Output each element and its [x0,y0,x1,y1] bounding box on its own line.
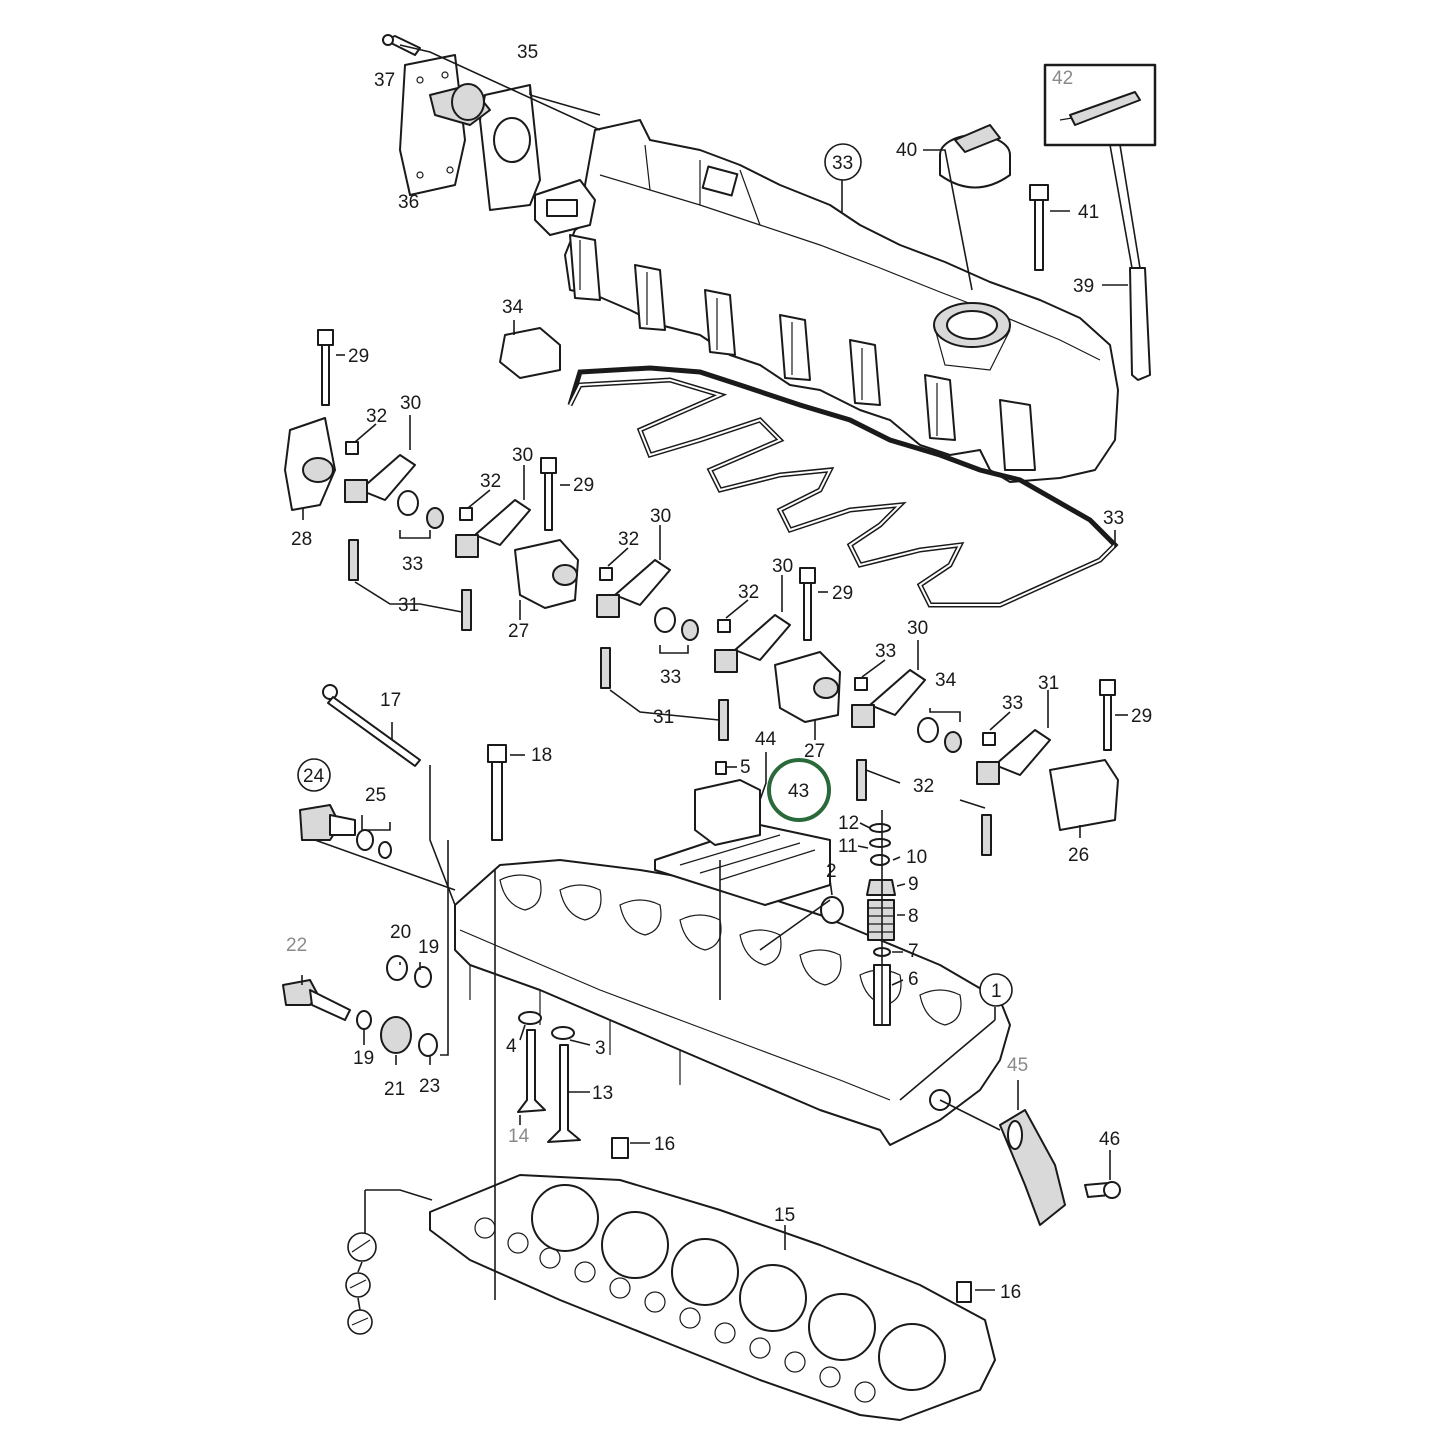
tightening-sequence-icons [345,1232,377,1335]
callout-21: 21 [384,1079,405,1100]
callout-32: 32 [738,582,759,603]
callout-13: 13 [592,1083,613,1104]
callout-22: 22 [286,935,307,956]
callout-9: 9 [908,874,919,895]
sealant-tube [1043,63,1157,381]
bolt-42 [1029,184,1049,271]
callout-12: 12 [838,813,859,834]
callout-47: 46 [1099,1129,1120,1150]
callout-6: 6 [908,969,919,990]
callout-15: 15 [774,1205,795,1226]
callout-30: 30 [907,618,928,639]
cover-plate-assembly [382,34,541,211]
callout-8: 8 [908,906,919,927]
highlight-circle-44 [767,758,831,822]
callout-46: 45 [1007,1055,1028,1076]
callout-33: 33 [660,667,681,688]
head-gasket [429,1174,996,1421]
callout-32: 32 [366,406,387,427]
callout-44: 43 [788,781,809,802]
callout-36: 34 [502,297,524,318]
callout-33: 33 [402,554,423,575]
dowel-16 [611,1137,629,1159]
valve-cover [534,119,1119,483]
callout-19: 19 [418,937,439,958]
callout-27: 27 [804,741,825,762]
callout-16: 16 [654,1134,675,1155]
callout-24: 24 [303,766,325,787]
callout-43: 42 [1052,68,1073,89]
callout-39: 37 [374,70,395,91]
dowel-16 [956,1281,972,1303]
callout-23: 23 [419,1076,440,1097]
leader-lines [301,44,1128,1311]
valves [517,1011,581,1143]
callout-circle-1 [979,973,1013,1007]
callout-29: 29 [1131,706,1152,727]
callout-33: 34 [935,670,957,691]
callout-16: 16 [1000,1282,1021,1303]
callout-30: 31 [1038,673,1059,694]
callout-29: 29 [832,583,853,604]
callout-30: 30 [400,393,421,414]
callout-37: 35 [517,42,538,63]
callout-7: 7 [908,941,919,962]
callout-circle-24 [297,758,331,792]
callout-14: 14 [508,1126,530,1147]
callout-45: 44 [755,729,777,750]
callout-4: 4 [506,1036,517,1057]
callout-30: 30 [772,556,793,577]
callout-2: 2 [826,861,837,882]
callout-30: 30 [650,506,671,527]
callout-40: 39 [1073,276,1094,297]
callout-18: 18 [531,745,552,766]
callout-19: 19 [353,1048,374,1069]
side-fittings [282,804,438,1057]
callout-32: 33 [1002,693,1023,714]
callout-29: 29 [348,346,369,367]
callout-38: 36 [398,192,419,213]
callout-1: 1 [991,981,1002,1002]
callout-5: 5 [740,757,751,778]
callout-30: 30 [512,445,533,466]
valve-spring-stack [866,810,896,1026]
oring-2 [820,896,844,924]
callout-3: 3 [595,1038,606,1059]
callout-25: 25 [365,785,386,806]
callout-41: 40 [896,140,917,161]
callout-34: 33 [832,153,853,174]
callout-31: 32 [913,776,934,797]
callout-17: 17 [380,690,401,711]
callout-32: 32 [618,529,639,550]
callout-42: 41 [1078,202,1099,223]
callout-11: 11 [838,836,858,857]
callout-labels: 37 35 36 33 40 41 39 42 34 33 29 29 29 2… [286,42,1152,1303]
callout-26: 26 [1068,845,1089,866]
callout-10: 10 [906,847,927,868]
callout-32: 33 [875,641,896,662]
callout-32: 32 [480,471,501,492]
callout-35: 33 [1103,508,1124,529]
callout-20: 20 [390,922,411,943]
callout-27: 27 [508,621,529,642]
callout-31: 31 [398,595,419,616]
callout-31: 31 [653,707,674,728]
callout-28: 28 [291,529,312,550]
block-36 [499,327,561,379]
rocker-assembly [284,329,1119,856]
studs [322,684,507,841]
callout-circle-34 [824,143,862,181]
oil-filler-cap [939,124,1011,189]
lifting-eye [999,1109,1121,1226]
callout-29: 29 [573,475,594,496]
